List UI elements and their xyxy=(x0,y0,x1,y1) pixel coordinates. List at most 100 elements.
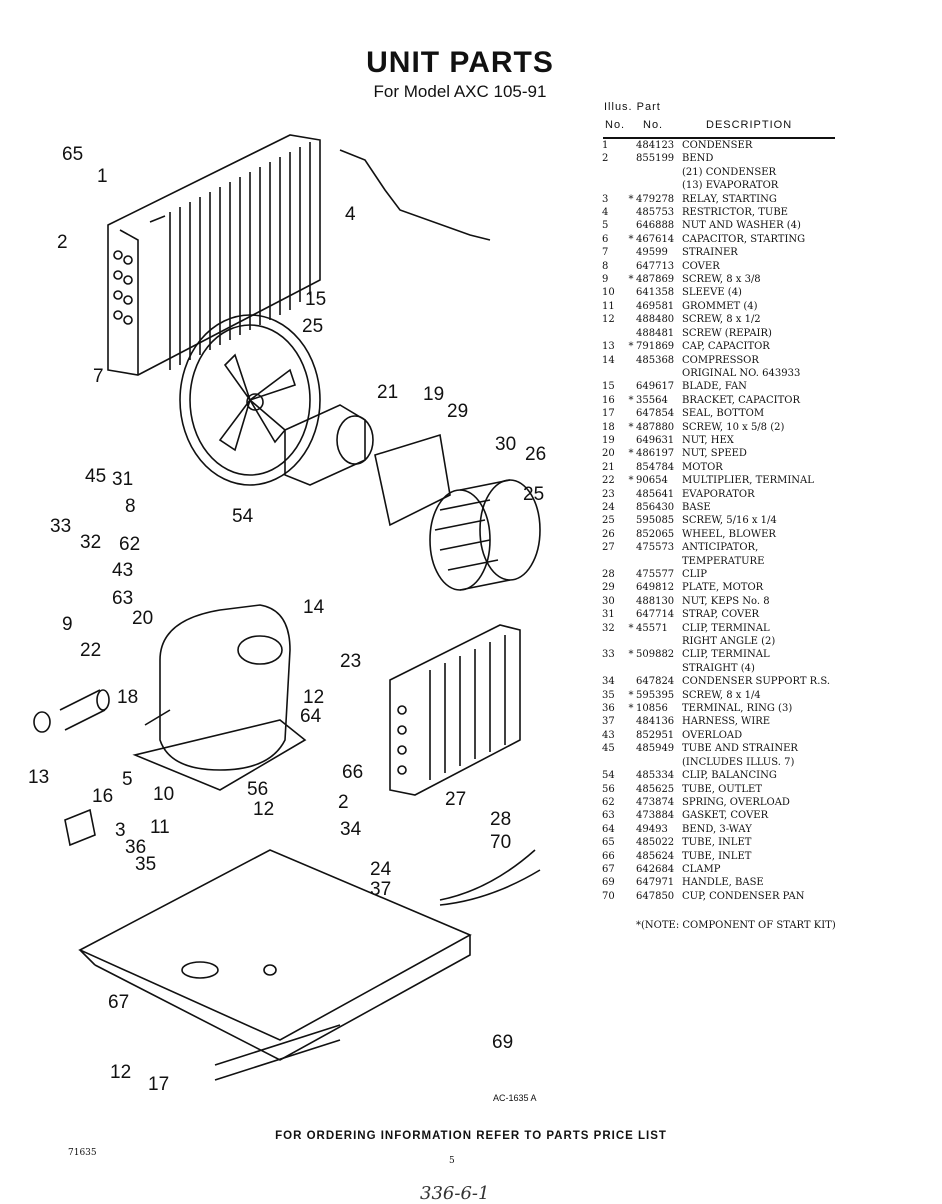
parts-row-part-no xyxy=(636,367,682,380)
parts-row: (21) CONDENSER xyxy=(600,166,920,179)
parts-row-part-no: 649617 xyxy=(636,381,675,393)
parts-row-description: SPRING, OVERLOAD xyxy=(682,796,790,808)
callout-label: 14 xyxy=(303,597,325,618)
parts-row-kit-mark xyxy=(626,876,636,889)
parts-row-part-no: 484136 xyxy=(636,716,675,728)
callout-label: 54 xyxy=(232,506,254,527)
parts-row-part-no: 475573 xyxy=(636,542,675,554)
motor-plate-drawing xyxy=(374,433,451,527)
parts-row-kit-mark xyxy=(626,796,636,809)
parts-row-description: CUP, CONDENSER PAN xyxy=(682,890,805,902)
parts-row-illus-no: 7 xyxy=(602,247,609,259)
parts-row-illus-no: 65 xyxy=(602,837,615,849)
parts-row-kit-mark xyxy=(626,742,636,755)
parts-row-description: ANTICIPATOR, xyxy=(682,542,759,554)
callout-label: 8 xyxy=(125,496,136,517)
callout-label: 67 xyxy=(108,992,129,1013)
parts-row-description: MOTOR xyxy=(682,461,723,473)
parts-row-kit-mark xyxy=(626,863,636,876)
parts-row-illus-no: 36 xyxy=(602,703,615,715)
callout-label: 2 xyxy=(57,232,68,253)
parts-row-description: RESTRICTOR, TUBE xyxy=(682,207,788,219)
parts-row-part-no: 647714 xyxy=(636,609,675,621)
parts-row-kit-mark xyxy=(626,219,636,232)
parts-row-part-no xyxy=(636,555,682,568)
page-title: UNIT PARTS xyxy=(366,46,554,79)
parts-row: RIGHT ANGLE (2) xyxy=(600,635,920,648)
parts-row-kit-mark: * xyxy=(628,649,634,661)
fan-blade-drawing xyxy=(179,314,321,486)
parts-row-illus-no xyxy=(600,662,626,675)
parts-row-description: EVAPORATOR xyxy=(682,488,755,500)
parts-row-description: ORIGINAL NO. 643933 xyxy=(682,367,801,379)
callout-label: 9 xyxy=(62,614,73,635)
parts-row-kit-mark xyxy=(626,568,636,581)
parts-row-illus-no: 19 xyxy=(602,434,615,446)
parts-row-part-no: 479278 xyxy=(636,193,675,205)
parts-row-kit-mark: * xyxy=(628,274,634,286)
parts-row-illus-no: 66 xyxy=(602,850,615,862)
parts-row-kit-mark xyxy=(626,608,636,621)
callout-label: 25 xyxy=(302,316,323,337)
parts-row-part-no: 791869 xyxy=(636,341,675,353)
callout-label: 34 xyxy=(340,819,362,840)
parts-row-part-no: 90654 xyxy=(636,475,668,487)
parts-row-illus-no: 63 xyxy=(602,810,615,822)
parts-row-illus-no: 54 xyxy=(602,770,615,782)
parts-row-illus-no: 28 xyxy=(602,569,615,580)
parts-row-kit-mark xyxy=(626,756,636,769)
parts-row-part-no: 486197 xyxy=(636,448,675,460)
parts-row-kit-mark xyxy=(626,327,636,340)
start-kit-note: *(NOTE: COMPONENT OF START KIT) xyxy=(636,920,836,931)
parts-row-kit-mark: * xyxy=(628,622,634,634)
table-header-top: Illus. Part xyxy=(604,101,661,113)
callout-label: 12 xyxy=(110,1062,131,1083)
parts-row-illus-no: 6 xyxy=(602,233,609,245)
callout-label: 2 xyxy=(338,792,349,813)
parts-row-description: STRAP, COVER xyxy=(682,609,760,621)
model-subtitle: For Model AXC 105-91 xyxy=(373,82,547,101)
parts-row-part-no: 852951 xyxy=(636,729,675,741)
parts-row-part-no: 595085 xyxy=(636,515,675,527)
parts-row-illus-no: 13 xyxy=(602,341,615,353)
parts-row-illus-no xyxy=(600,327,626,340)
callout-label: 18 xyxy=(117,687,138,708)
parts-row-illus-no xyxy=(600,635,626,648)
parts-row-description: BEND, 3-WAY xyxy=(682,823,752,835)
parts-row-illus-no xyxy=(600,166,626,179)
parts-row-illus-no: 69 xyxy=(602,877,615,889)
parts-row-illus-no: 9 xyxy=(602,274,609,286)
parts-row-description: CLIP, TERMINAL xyxy=(682,622,770,634)
parts-row-description: SCREW, 8 x 1/2 xyxy=(682,314,761,326)
parts-row-illus-no: 11 xyxy=(602,300,615,312)
parts-row-description: SCREW, 10 x 5/8 (2) xyxy=(682,421,785,433)
parts-row-illus-no: 34 xyxy=(602,676,615,688)
parts-row-illus-no: 8 xyxy=(602,260,609,272)
parts-row-kit-mark xyxy=(626,783,636,796)
parts-row: (13) EVAPORATOR xyxy=(600,179,920,192)
parts-row-illus-no: 25 xyxy=(602,515,615,527)
parts-row-kit-mark xyxy=(626,635,636,648)
parts-row-part-no: 647824 xyxy=(636,676,675,688)
parts-row-description: GASKET, COVER xyxy=(682,810,769,822)
parts-row-description: BRACKET, CAPACITOR xyxy=(682,394,800,406)
parts-row-description: HANDLE, BASE xyxy=(682,877,764,889)
parts-row-description: CONDENSER xyxy=(682,140,753,151)
parts-row-part-no: 854784 xyxy=(636,461,675,473)
parts-row-part-no: 467614 xyxy=(636,233,675,245)
table-header-rule xyxy=(603,137,835,139)
parts-row-description: TERMINAL, RING (3) xyxy=(682,703,793,715)
callout-label: 20 xyxy=(132,608,153,629)
handwritten-note: 336-6-1 xyxy=(420,1183,490,1204)
